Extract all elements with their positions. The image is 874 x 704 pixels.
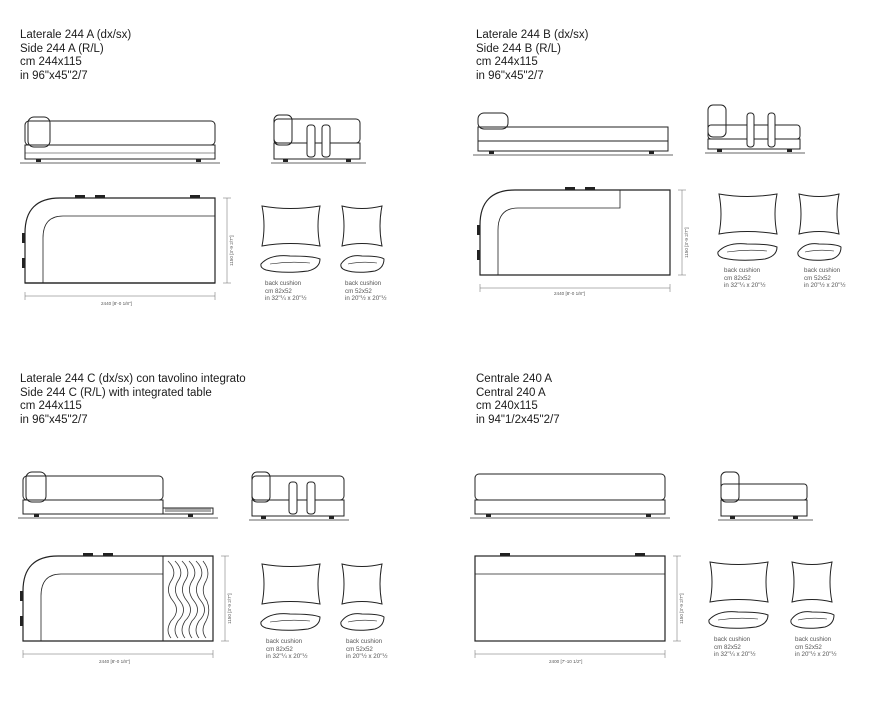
back-cushion-small-caption: back cushion cm 52x52 in 20"½ x 20"½ bbox=[804, 267, 846, 290]
product-title-block-b: Laterale 244 B (dx/sx) Side 244 B (R/L) … bbox=[476, 29, 589, 83]
title-english: Side 244 A (R/L) bbox=[20, 42, 104, 55]
depth-dimension-label: 1150 [3'-9 2/7"] bbox=[684, 227, 689, 258]
title-english: Central 240 A bbox=[476, 386, 546, 399]
back-cushion-large-drawing bbox=[260, 205, 321, 273]
front-view-drawing bbox=[473, 112, 673, 156]
back-cushion-large-caption: back cushion cm 82x52 in 32"¼ x 20"½ bbox=[714, 636, 756, 659]
back-cushion-large-drawing bbox=[708, 561, 769, 629]
width-dimension-label: 2440 [8'-0 1/8"] bbox=[99, 659, 130, 664]
side-view-drawing bbox=[271, 114, 366, 164]
back-cushion-small-caption: back cushion cm 52x52 in 20"½ x 20"½ bbox=[346, 638, 388, 661]
back-cushion-large-drawing bbox=[717, 193, 778, 261]
size-cm: cm 244x115 bbox=[20, 400, 82, 413]
front-view-drawing bbox=[470, 473, 670, 519]
size-inches: in 94"1/2x45"2/7 bbox=[476, 413, 560, 426]
back-cushion-small-drawing bbox=[340, 563, 385, 631]
side-view-drawing bbox=[718, 471, 813, 521]
size-cm: cm 244x115 bbox=[476, 56, 538, 69]
depth-dimension-label: 1150 [3'-9 2/7"] bbox=[227, 593, 232, 624]
back-cushion-small-caption: back cushion cm 52x52 in 20"½ x 20"½ bbox=[795, 636, 837, 659]
size-inches: in 96"x45"2/7 bbox=[20, 69, 88, 82]
side-view-drawing bbox=[249, 471, 349, 521]
title-english: Side 244 B (R/L) bbox=[476, 42, 562, 55]
back-cushion-small-drawing bbox=[797, 193, 842, 261]
product-title-block-c: Laterale 244 C (dx/sx) con tavolino inte… bbox=[20, 373, 246, 427]
title-italian: Laterale 244 C (dx/sx) con tavolino inte… bbox=[20, 373, 246, 385]
width-dimension-label: 2400 [7'-10 1/2"] bbox=[549, 659, 582, 664]
product-title-block-d: Centrale 240 A Central 240 A cm 240x115 … bbox=[476, 373, 560, 427]
back-cushion-large-caption: back cushion cm 82x52 in 32"¼ x 20"½ bbox=[266, 638, 308, 661]
title-italian: Centrale 240 A bbox=[476, 373, 553, 385]
size-cm: cm 240x115 bbox=[476, 400, 538, 413]
front-view-drawing bbox=[20, 116, 220, 164]
depth-dimension-label: 1150 [3'-9 2/7"] bbox=[679, 593, 684, 624]
title-italian: Laterale 244 A (dx/sx) bbox=[20, 29, 132, 41]
back-cushion-small-drawing bbox=[340, 205, 385, 273]
size-cm: cm 244x115 bbox=[20, 56, 82, 69]
size-inches: in 96"x45"2/7 bbox=[20, 413, 88, 426]
front-view-drawing bbox=[18, 471, 218, 519]
back-cushion-large-caption: back cushion cm 82x52 in 32"¼ x 20"½ bbox=[265, 280, 307, 303]
title-english: Side 244 C (R/L) with integrated table bbox=[20, 386, 212, 399]
size-inches: in 96"x45"2/7 bbox=[476, 69, 544, 82]
back-cushion-small-drawing bbox=[790, 561, 835, 629]
wood-table-texture bbox=[167, 560, 210, 639]
side-view-drawing bbox=[705, 104, 805, 154]
top-view-drawing: 2440 [8'-0 1/8"] 1150 [3'-9 2/7"] bbox=[477, 187, 689, 296]
top-view-drawing: 2440 [8'-0 1/8"] 1150 [3'-9 2/7"] bbox=[22, 195, 234, 306]
back-cushion-large-caption: back cushion cm 82x52 in 32"¼ x 20"½ bbox=[724, 267, 766, 290]
top-view-drawing: 2400 [7'-10 1/2"] 1150 [3'-9 2/7"] bbox=[474, 553, 684, 664]
top-view-drawing: 2440 [8'-0 1/8"] 1150 [3'-9 2/7"] bbox=[20, 553, 232, 664]
product-title-block-a: Laterale 244 A (dx/sx) Side 244 A (R/L) … bbox=[20, 29, 131, 83]
width-dimension-label: 2440 [8'-0 1/8"] bbox=[554, 291, 585, 296]
back-cushion-large-drawing bbox=[260, 563, 321, 631]
title-italian: Laterale 244 B (dx/sx) bbox=[476, 29, 589, 41]
back-cushion-small-caption: back cushion cm 52x52 in 20"½ x 20"½ bbox=[345, 280, 387, 303]
depth-dimension-label: 1150 [3'-9 2/7"] bbox=[229, 235, 234, 266]
width-dimension-label: 2440 [8'-0 1/8"] bbox=[101, 301, 132, 306]
